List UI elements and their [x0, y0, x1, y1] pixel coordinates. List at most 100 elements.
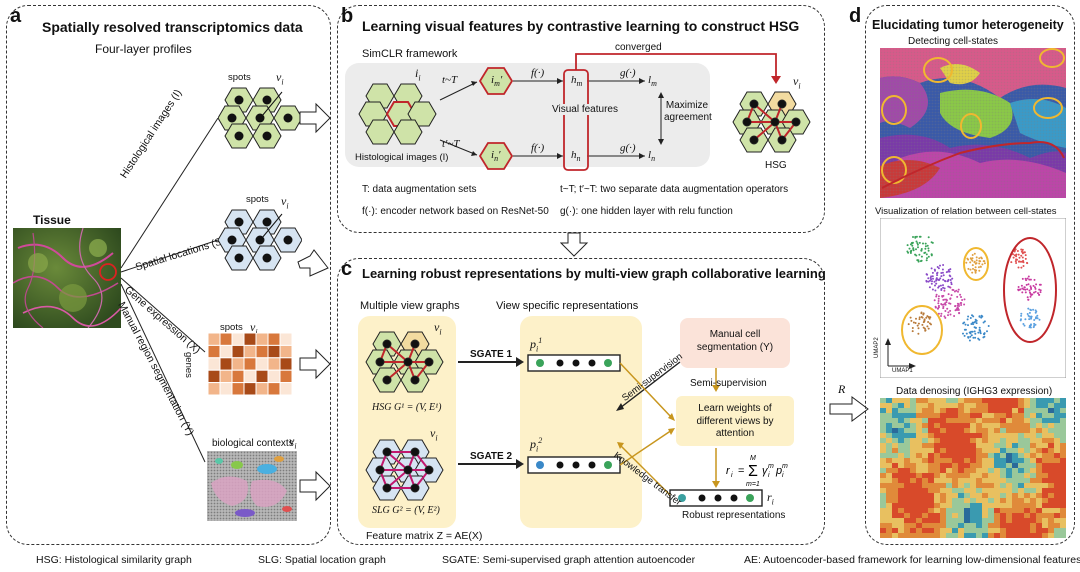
expression-cell [1042, 488, 1048, 493]
umap-point [927, 277, 930, 280]
umap-point [947, 269, 950, 271]
umap-point [1015, 258, 1018, 261]
expression-cell [1030, 483, 1036, 488]
expression-cell [946, 443, 952, 448]
umap-point [930, 241, 933, 244]
expression-cell [886, 488, 892, 493]
expression-cell [934, 488, 940, 493]
umap-point [953, 315, 956, 317]
expression-cell [880, 413, 886, 418]
expression-cell [1036, 438, 1042, 443]
expression-cell [964, 513, 970, 518]
expression-cell [988, 478, 994, 483]
expression-cell [1060, 463, 1066, 468]
expression-cell [1036, 453, 1042, 458]
expression-cell [1012, 483, 1018, 488]
expression-cell [1060, 413, 1066, 418]
expression-cell [976, 533, 982, 538]
expression-cell [970, 443, 976, 448]
umap-point [927, 247, 930, 250]
expression-cell [1006, 438, 1012, 443]
expression-cell [1054, 473, 1060, 478]
umap-gold-ellipse [963, 247, 989, 281]
expression-cell [916, 483, 922, 488]
maximize-label: Maximize agreement [664, 100, 712, 123]
gene-cell [231, 369, 245, 384]
expression-cell [946, 488, 952, 493]
expression-cell [994, 458, 1000, 463]
expression-cell [922, 523, 928, 528]
umap-point [972, 323, 975, 326]
umap-point [1012, 256, 1015, 259]
expression-cell [922, 483, 928, 488]
expression-cell [1042, 453, 1048, 458]
expression-cell [958, 528, 964, 533]
umap-point [977, 331, 980, 334]
expression-cell [1054, 438, 1060, 443]
expression-cell [958, 433, 964, 438]
expression-cell [910, 448, 916, 453]
expression-cell [898, 523, 904, 528]
umap-point [1033, 324, 1036, 327]
umap-point [915, 254, 918, 257]
simclr-diagram [358, 53, 811, 171]
expression-cell [880, 478, 886, 483]
expression-cell [910, 438, 916, 443]
expression-cell [910, 478, 916, 483]
expression-cell [976, 478, 982, 483]
expression-cell [898, 498, 904, 503]
expression-cell [958, 398, 964, 403]
umap-point [969, 332, 972, 335]
augmented-hex-m [478, 67, 514, 95]
umap-point [1038, 318, 1041, 321]
umap-point [982, 336, 985, 339]
umap-point [942, 286, 945, 289]
expression-cell [1042, 528, 1048, 533]
expression-cell [952, 493, 958, 498]
expression-cell [1000, 428, 1006, 433]
umap-point [922, 313, 925, 316]
expression-cell [910, 413, 916, 418]
expression-cell [1006, 463, 1012, 468]
gene-cell [267, 344, 281, 359]
umap-point [971, 330, 974, 333]
umap-point [923, 327, 926, 330]
expression-cell [922, 413, 928, 418]
umap-point [918, 241, 921, 244]
expression-cell [910, 473, 916, 478]
expression-cell [886, 433, 892, 438]
expression-cell [1030, 453, 1036, 458]
expression-cell [892, 503, 898, 508]
expression-cell [1030, 463, 1036, 468]
expression-cell [886, 518, 892, 523]
ri-label: ri [767, 490, 774, 507]
umap-point [929, 276, 932, 279]
expression-cell [940, 503, 946, 508]
umap-point [929, 279, 931, 282]
expression-cell [880, 453, 886, 458]
expression-cell [934, 413, 940, 418]
legend-f: f(·): encoder network based on ResNet-50 [362, 206, 549, 217]
expression-cell [940, 513, 946, 518]
t-sim-label: t~T [442, 74, 458, 86]
expression-cell [976, 463, 982, 468]
umap-point [920, 248, 923, 250]
expression-cell [1024, 418, 1030, 423]
umap-point [925, 273, 928, 276]
umap-point [950, 281, 953, 284]
expression-cell [970, 513, 976, 518]
expression-cell [970, 408, 976, 413]
expression-cell [898, 433, 904, 438]
umap-point [935, 293, 938, 296]
expression-cell [880, 418, 886, 423]
expression-cell [916, 458, 922, 463]
expression-cell [964, 528, 970, 533]
expression-cell [886, 458, 892, 463]
expression-cell [1024, 488, 1030, 493]
expression-cell [1036, 423, 1042, 428]
expression-cell [1048, 483, 1054, 488]
umap-point [1024, 257, 1027, 260]
umap-point [969, 261, 972, 264]
umap-point [921, 323, 924, 326]
expression-cell [1024, 503, 1030, 508]
